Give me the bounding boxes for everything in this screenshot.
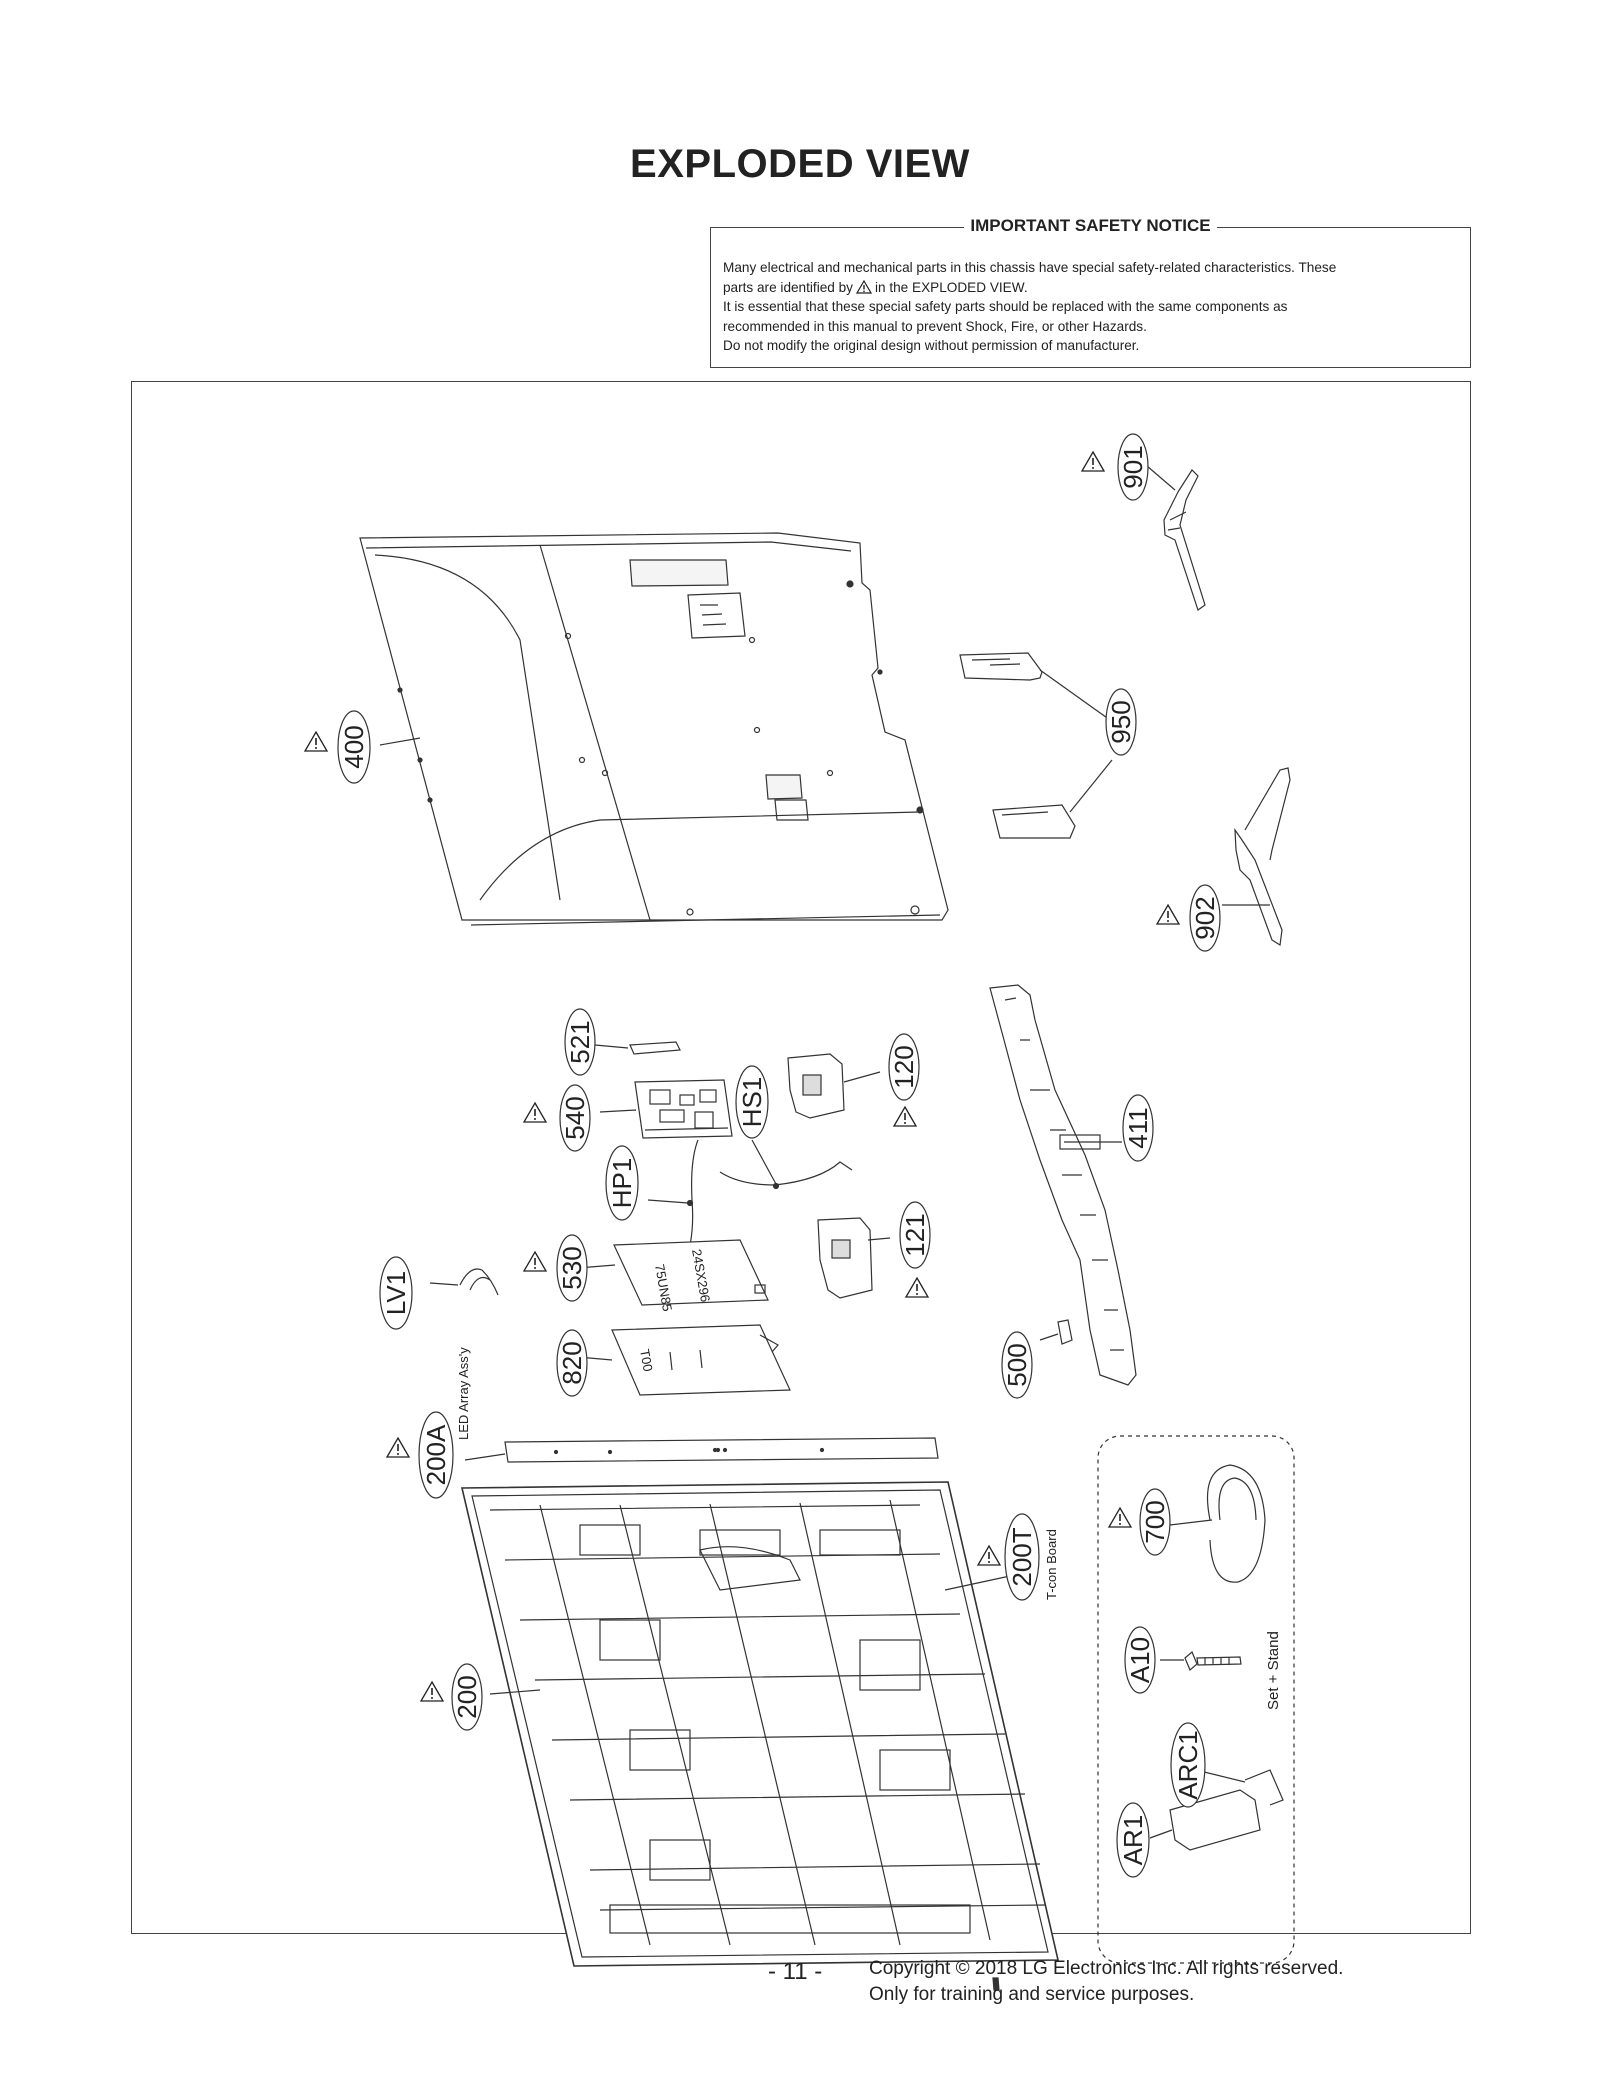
copyright-line-1: Copyright © 2018 LG Electronics Inc. All… (869, 1958, 1344, 1979)
part-label-200: 200 (451, 1663, 483, 1731)
copyright-line-2: Only for training and service purposes. (869, 1984, 1195, 2005)
svg-text:540: 540 (560, 1096, 590, 1139)
svg-text:HS1: HS1 (737, 1077, 767, 1128)
part-label-121: 121 (899, 1201, 931, 1269)
part-label-hp1: HP1 (605, 1145, 639, 1221)
safety-notice-box: IMPORTANT SAFETY NOTICE Many electrical … (710, 216, 1471, 368)
set-stand-annotation: Set + Stand (1265, 1631, 1282, 1710)
part-label-hs1: HS1 (735, 1065, 769, 1139)
part-lv1-cable (429, 1268, 499, 1296)
warning-triangle-icon (1108, 1507, 1132, 1528)
part-label-200t: 200T (1004, 1513, 1040, 1601)
svg-text:A10: A10 (1125, 1637, 1155, 1683)
svg-text:820: 820 (557, 1341, 587, 1384)
svg-text:500: 500 (1002, 1343, 1032, 1386)
svg-text:200T: 200T (1007, 1527, 1037, 1586)
part-label-200a: 200A (418, 1411, 454, 1499)
svg-text:HP1: HP1 (607, 1158, 637, 1209)
part-label-lv1: LV1 (379, 1256, 413, 1330)
part-label-120: 120 (888, 1033, 920, 1101)
warning-triangle-icon (977, 1545, 1001, 1566)
svg-text:200A: 200A (421, 1424, 451, 1485)
svg-text:901: 901 (1118, 445, 1148, 488)
part-label-820: 820 (556, 1329, 588, 1397)
part-400-back-cover (359, 532, 949, 926)
page-title: EXPLODED VIEW (630, 142, 970, 186)
safety-line-4: recommended in this manual to prevent Sh… (723, 318, 1147, 334)
warning-triangle-icon (893, 1106, 917, 1127)
warning-triangle-icon (420, 1681, 444, 1702)
warning-triangle-icon (1081, 451, 1105, 472)
part-label-411: 411 (1122, 1094, 1154, 1162)
part-820-insulator-sheet: T00 (577, 1324, 791, 1396)
power-cord-drawing (1206, 1464, 1266, 1583)
svg-text:LV1: LV1 (381, 1271, 411, 1315)
warning-triangle-icon (523, 1102, 547, 1123)
part-label-400: 400 (337, 710, 371, 784)
safety-line-3: It is essential that these special safet… (723, 299, 1288, 314)
page-number: - 11 - (768, 1958, 823, 1985)
part-hp1-cable (647, 1139, 699, 1246)
warning-triangle-icon (386, 1437, 410, 1458)
warning-triangle-icon (855, 279, 872, 294)
safety-line-1: Many electrical and mechanical parts in … (723, 260, 1337, 275)
part-label-901: 901 (1117, 433, 1149, 501)
svg-text:521: 521 (565, 1020, 595, 1063)
svg-text:902: 902 (1190, 896, 1220, 939)
part-540-main-board (634, 1079, 733, 1139)
svg-text:ARC1: ARC1 (1173, 1730, 1203, 1799)
part-950-stand-bracket (959, 652, 1076, 839)
led-array-annotation: LED Array Ass'y (456, 1347, 471, 1440)
part-label-700: 700 (1139, 1488, 1171, 1556)
svg-text:AR1: AR1 (1118, 1815, 1148, 1866)
part-label-arc1: ARC1 (1170, 1722, 1206, 1808)
warning-triangle-icon (523, 1251, 547, 1272)
tcon-board-annotation: T-con Board (1044, 1529, 1059, 1600)
part-label-521: 521 (564, 1008, 596, 1076)
svg-text:200: 200 (452, 1675, 482, 1718)
svg-text:700: 700 (1140, 1500, 1170, 1543)
svg-text:121: 121 (900, 1213, 930, 1256)
part-902-stand-leg (1234, 767, 1291, 947)
safety-notice-text: Many electrical and mechanical parts in … (723, 258, 1458, 356)
part-label-902: 902 (1189, 884, 1221, 952)
warning-triangle-icon (304, 731, 328, 752)
safety-line-5: Do not modify the original design withou… (723, 338, 1140, 353)
board-marking-820: T00 (637, 1348, 656, 1373)
part-500-bracket (1039, 1319, 1073, 1345)
warning-triangle-icon (1156, 904, 1180, 925)
part-label-a10: A10 (1124, 1626, 1156, 1694)
part-label-950: 950 (1105, 688, 1137, 756)
svg-text:400: 400 (339, 725, 369, 768)
part-901-stand-leg (1163, 469, 1206, 611)
copyright-notice: Copyright © 2018 LG Electronics Inc. All… (869, 1956, 1343, 2008)
part-530-power-board: 75UN85 24SX296 (577, 1239, 769, 1312)
part-label-540: 540 (559, 1084, 591, 1152)
part-label-530: 530 (556, 1234, 588, 1302)
svg-text:530: 530 (557, 1246, 587, 1289)
part-hs1-cable (719, 1139, 853, 1190)
warning-triangle-icon (905, 1277, 929, 1298)
part-label-ar1: AR1 (1116, 1802, 1150, 1878)
safety-notice-title: IMPORTANT SAFETY NOTICE (964, 216, 1217, 235)
part-521-bracket (594, 1041, 681, 1055)
part-label-500: 500 (1001, 1331, 1033, 1399)
part-120-speaker (787, 1053, 881, 1119)
svg-text:950: 950 (1106, 700, 1136, 743)
svg-text:120: 120 (889, 1045, 919, 1088)
part-200a-led-array (464, 1437, 939, 1463)
part-121-speaker (817, 1217, 891, 1299)
svg-text:411: 411 (1123, 1107, 1153, 1148)
part-200-display-panel (460, 1481, 1060, 1991)
